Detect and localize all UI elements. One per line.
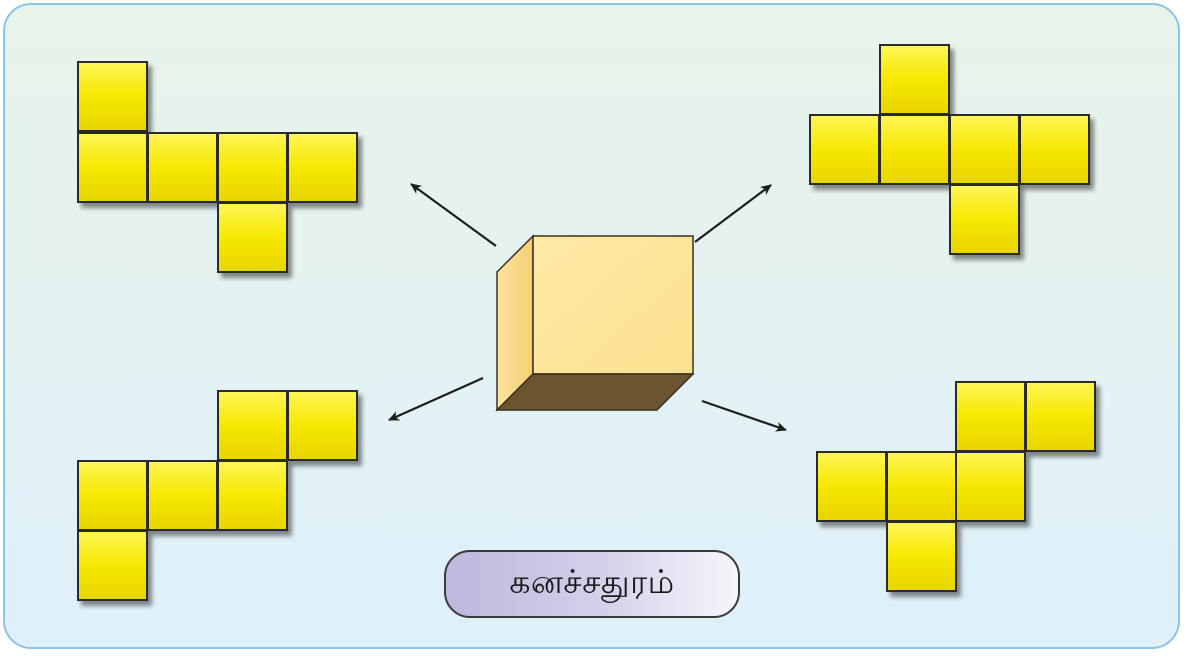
net-square bbox=[287, 132, 358, 203]
net-top-right bbox=[809, 44, 1090, 255]
net-square bbox=[287, 390, 358, 461]
net-square bbox=[217, 460, 288, 531]
arrows bbox=[388, 183, 787, 432]
net-square bbox=[949, 184, 1020, 255]
net-square bbox=[816, 451, 887, 522]
net-square bbox=[886, 521, 957, 592]
net-square bbox=[809, 114, 880, 185]
net-square bbox=[879, 114, 950, 185]
net-square bbox=[886, 451, 957, 522]
net-square bbox=[949, 114, 1020, 185]
cube-front-face bbox=[532, 235, 694, 375]
net-square bbox=[879, 44, 950, 115]
arrow-to-bottom-left-net bbox=[388, 376, 484, 422]
net-square bbox=[77, 460, 148, 531]
net-square bbox=[217, 202, 288, 273]
net-square bbox=[77, 132, 148, 203]
arrow-to-top-right-net bbox=[694, 184, 772, 243]
net-square bbox=[147, 132, 218, 203]
cube bbox=[495, 234, 695, 412]
arrow-to-top-left-net bbox=[410, 183, 497, 247]
net-top-left bbox=[77, 61, 358, 273]
arrow-to-bottom-right-net bbox=[701, 399, 787, 432]
caption-label: கனச்சதுரம் bbox=[509, 562, 675, 601]
net-square bbox=[77, 61, 148, 132]
net-square bbox=[217, 390, 288, 461]
net-square bbox=[955, 381, 1026, 452]
net-square bbox=[217, 132, 288, 203]
net-bottom-left bbox=[77, 390, 358, 601]
net-bottom-right bbox=[816, 381, 1096, 592]
net-square bbox=[955, 451, 1026, 522]
caption-box: கனச்சதுரம் bbox=[444, 550, 740, 618]
net-square bbox=[1019, 114, 1090, 185]
net-square bbox=[147, 460, 218, 531]
net-square bbox=[1025, 381, 1096, 452]
net-square bbox=[77, 530, 148, 601]
cube-bottom-face bbox=[495, 373, 695, 411]
